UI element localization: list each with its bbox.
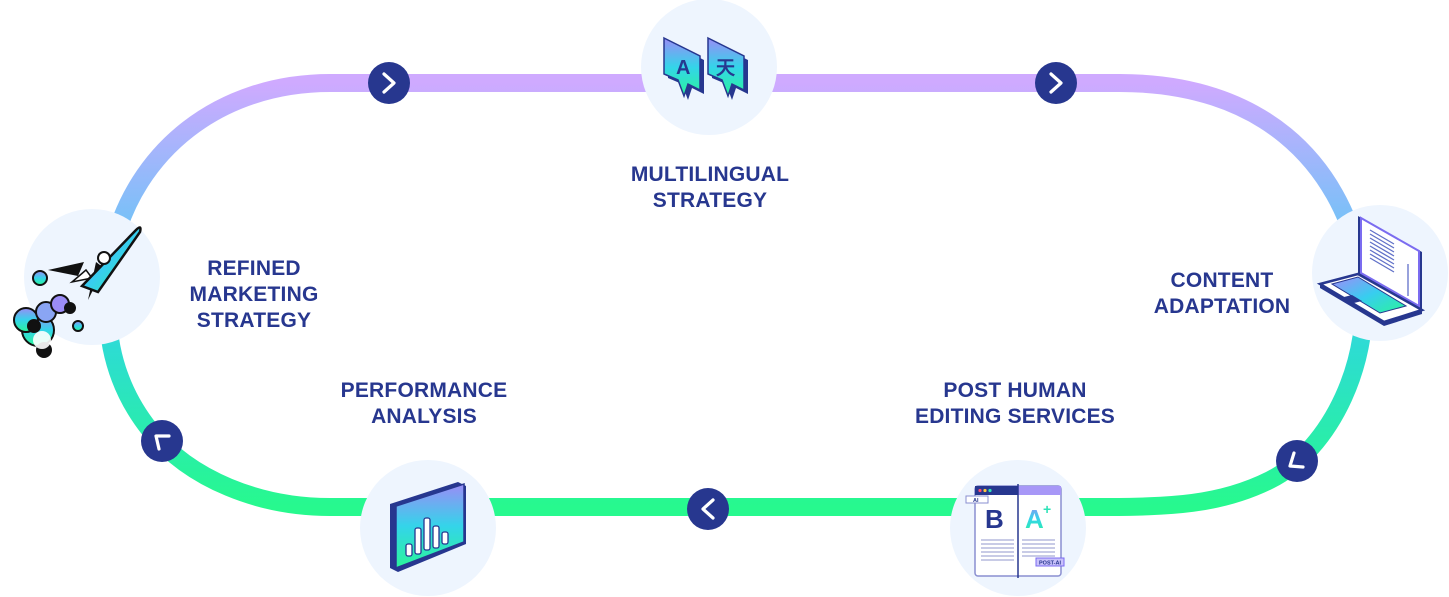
svg-text:A: A	[676, 57, 690, 79]
step-label-refined-marketing-strategy: REFINED MARKETING STRATEGY	[164, 256, 344, 334]
step-label-post-human-editing: POST HUMAN EDITING SERVICES	[895, 378, 1135, 430]
svg-text:天: 天	[716, 57, 736, 79]
arrow-left-icon	[687, 488, 729, 530]
label-line: POST HUMAN	[943, 379, 1087, 402]
arrow-down-left-icon	[1276, 440, 1318, 482]
label-line: REFINED	[207, 257, 301, 280]
letter-a: A	[1025, 504, 1044, 534]
step-label-performance-analysis: PERFORMANCE ANALYSIS	[324, 378, 524, 430]
label-line: ANALYSIS	[371, 405, 477, 428]
tag-ai: AI	[973, 498, 979, 504]
label-line: EDITING SERVICES	[914, 405, 1116, 428]
label-line: ADAPTATION	[1153, 295, 1291, 318]
label-line: STRATEGY	[196, 309, 312, 332]
arrow-right-icon	[1035, 62, 1077, 104]
label-line: CONTENT	[1170, 269, 1274, 292]
arrow-right-icon	[368, 62, 410, 104]
arrow-up-left-icon	[141, 420, 183, 462]
document-compare-icon: AI B A + POST-AI	[965, 484, 1065, 578]
label-line: MULTILINGUAL	[630, 163, 790, 186]
step-label-content-adaptation: CONTENT ADAPTATION	[1122, 268, 1322, 320]
tag-post-ai: POST-AI	[1039, 561, 1061, 567]
svg-text:+: +	[1043, 501, 1051, 517]
bar-chart-icon	[390, 482, 466, 572]
laptop-icon	[1316, 216, 1426, 326]
translate-speech-bubbles-icon: A 天	[663, 36, 748, 100]
step-label-multilingual-strategy: MULTILINGUAL STRATEGY	[610, 162, 810, 214]
label-line: MARKETING	[189, 283, 319, 306]
label-line: PERFORMANCE	[340, 379, 508, 402]
label-line: STRATEGY	[652, 189, 768, 212]
letter-b: B	[985, 504, 1004, 534]
rocket-icon	[13, 226, 142, 358]
